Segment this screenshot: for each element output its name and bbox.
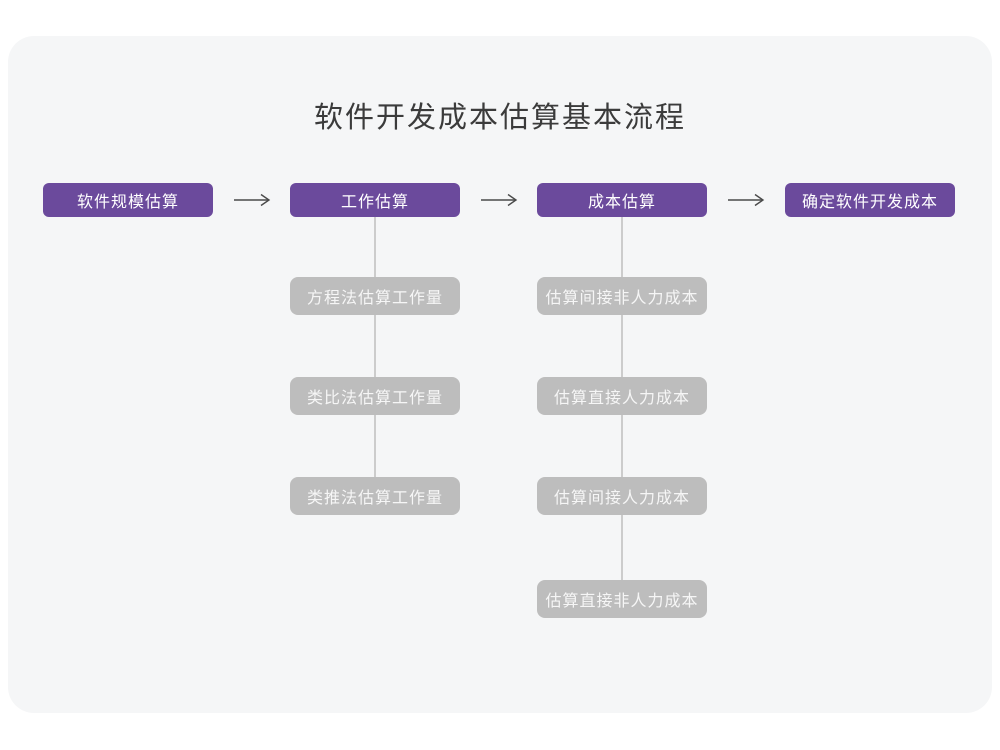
work-substeps-connector-line	[374, 217, 376, 496]
substep-node-equation-method: 方程法估算工作量	[290, 277, 460, 315]
right-arrow-icon	[233, 193, 271, 207]
diagram-canvas: 软件开发成本估算基本流程 软件规模估算 工作估算 成本估算 确定软件开发成本 方…	[8, 36, 992, 713]
right-arrow-icon	[480, 193, 518, 207]
substep-node-extrapolation-method: 类推法估算工作量	[290, 477, 460, 515]
right-arrow-icon	[727, 193, 765, 207]
substep-node-indirect-nonlabor-cost: 估算间接非人力成本	[537, 277, 707, 315]
flow-node-determine-development-cost: 确定软件开发成本	[785, 183, 955, 217]
substep-node-direct-labor-cost: 估算直接人力成本	[537, 377, 707, 415]
substep-node-indirect-labor-cost: 估算间接人力成本	[537, 477, 707, 515]
flow-node-software-scale-estimation: 软件规模估算	[43, 183, 213, 217]
substep-node-analogy-method: 类比法估算工作量	[290, 377, 460, 415]
flow-node-cost-estimation: 成本估算	[537, 183, 707, 217]
substep-node-direct-nonlabor-cost: 估算直接非人力成本	[537, 580, 707, 618]
flow-node-work-estimation: 工作估算	[290, 183, 460, 217]
diagram-title: 软件开发成本估算基本流程	[313, 100, 686, 134]
